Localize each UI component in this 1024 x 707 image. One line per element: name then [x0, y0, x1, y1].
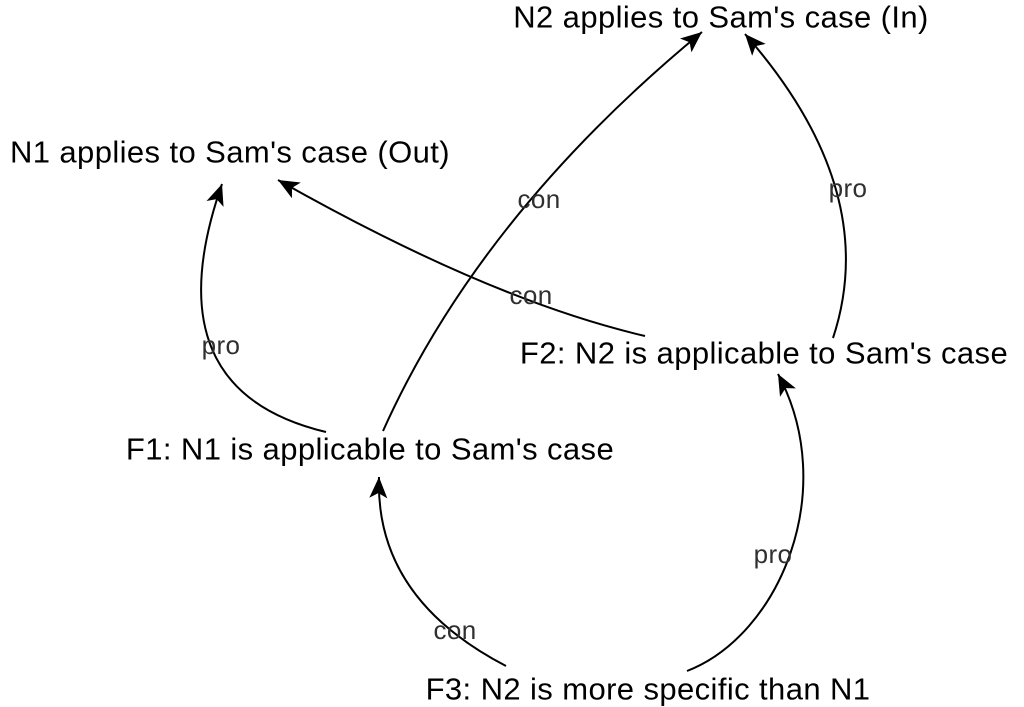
- edge-label-F1-N2-con: con: [517, 184, 561, 214]
- node-N1: N1 applies to Sam's case (Out): [9, 134, 451, 170]
- edge-F2-N2: [744, 33, 847, 339]
- edge-F1-N1: [200, 183, 327, 433]
- node-F2: F2: N2 is applicable to Sam's case: [519, 335, 1009, 371]
- edge-paths: [200, 31, 847, 672]
- edge-label-F2-N2-pro: pro: [828, 173, 868, 203]
- edge-label-F3-F1-con: con: [433, 615, 477, 645]
- edge-label-F3-F2-pro: pro: [753, 539, 793, 569]
- edge-label-F1-N1-pro: pro: [201, 330, 241, 360]
- edge-F3-F2: [686, 373, 805, 672]
- edge-F3-F1: [369, 476, 507, 667]
- edge-F2-N1: [277, 179, 646, 337]
- edge-label-F2-N1-con: con: [509, 280, 553, 310]
- node-F1: F1: N1 is applicable to Sam's case: [125, 431, 615, 467]
- node-F3: F3: N2 is more specific than N1: [425, 671, 871, 707]
- edge-F1-N2: [382, 31, 703, 432]
- node-N2: N2 applies to Sam's case (In): [513, 0, 929, 35]
